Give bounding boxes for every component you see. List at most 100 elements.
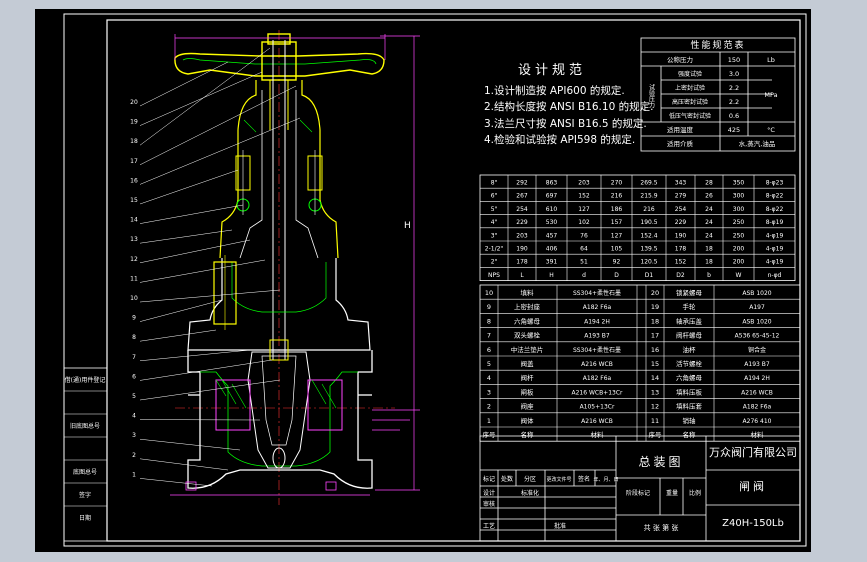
dims-cell: 406 [546, 246, 558, 253]
title-left-design: 设计 [483, 489, 495, 497]
dims-cell: H [549, 272, 554, 279]
bonnet [187, 255, 371, 351]
part-name: 阀盖 [521, 359, 535, 368]
part-name: 阀座 [521, 402, 535, 411]
dims-cell: 120.5 [640, 259, 657, 266]
part-number: 19 [651, 303, 659, 311]
part-number: 13 [651, 388, 659, 396]
leader-line [139, 71, 263, 126]
part-number: 9 [487, 303, 491, 311]
part-name: 六角螺母 [514, 316, 541, 325]
dims-cell: 343 [675, 180, 687, 187]
part-name: 填料 [521, 288, 535, 297]
company-name: 万众阀门有限公司 [709, 445, 797, 459]
part-name: 上密封座 [514, 302, 541, 311]
dims-cell: 4-φ19 [766, 259, 784, 266]
part-material: A197 [749, 304, 765, 311]
leader-number: 15 [130, 197, 138, 204]
leader-line [139, 204, 244, 224]
dims-cell: 2" [491, 259, 498, 266]
part-number: 6 [487, 346, 491, 354]
part-name: 闸板 [521, 387, 535, 396]
dims-cell: 190.5 [640, 219, 657, 226]
part-material: A194 2H [584, 318, 610, 325]
part-number: 8 [487, 317, 491, 325]
dims-cell: 8-φ22 [766, 193, 784, 200]
dims-cell: NPS [488, 272, 500, 279]
part-material: A105+13Cr [580, 404, 615, 411]
dims-cell: 139.5 [640, 246, 657, 253]
part-material: A182 F6a [583, 304, 612, 311]
part-name: 阀体 [521, 416, 535, 425]
leader-line [139, 458, 229, 471]
part-name: 销轴 [683, 416, 697, 425]
leader-number: 19 [130, 119, 138, 126]
leader-number: 5 [132, 393, 136, 400]
part-number: 16 [651, 346, 659, 354]
leader-number: 4 [132, 413, 136, 420]
seats [215, 379, 343, 431]
part-name: 阀杆螺母 [676, 331, 703, 340]
leader-line [139, 299, 223, 322]
yoke [219, 80, 339, 259]
perf-value-2: 2.2 [729, 84, 739, 92]
leader-number: 3 [132, 432, 136, 439]
dims-cell: 350 [733, 180, 745, 187]
dims-cell: 530 [546, 219, 558, 226]
part-name: 填料压板 [676, 387, 703, 396]
part-material: A276 410 [743, 418, 772, 425]
part-material: A182 F6a [583, 375, 612, 382]
title-left-approve: 批准 [554, 522, 566, 530]
dims-cell: D2 [676, 272, 685, 279]
dims-cell: 250 [733, 232, 745, 239]
part-material: A536 65-45-12 [735, 333, 780, 340]
flange-feet [185, 481, 337, 491]
part-name: 中法兰垫片 [511, 345, 544, 354]
leader-number: 9 [132, 315, 136, 322]
part-material: A193 B7 [584, 333, 610, 340]
perf-label-4: 低压气密封试验 [669, 112, 711, 120]
dims-cell: 5" [491, 206, 498, 213]
dims-cell: 76 [580, 232, 588, 239]
dims-cell: 51 [580, 259, 588, 266]
dims-cell: 216 [643, 206, 655, 213]
dims-cell: 152 [578, 193, 590, 200]
perf-label-5: 适用温度 [667, 125, 694, 134]
dims-cell: 200 [733, 246, 745, 253]
stage-mark-label: 阶段标记 [626, 489, 650, 497]
dims-cell: 127 [578, 206, 590, 213]
perf-value-0: 150 [728, 56, 740, 64]
part-number: 12 [651, 403, 659, 411]
dims-cell: 127 [611, 232, 623, 239]
dimension-lines [170, 34, 420, 496]
dims-cell: 28 [705, 180, 713, 187]
strip-label-1: 借(通)用件登记 [65, 376, 106, 384]
dims-cell: 157 [611, 219, 623, 226]
performance-title: 性能规范表 [690, 39, 745, 51]
strip-label-2: 旧底图总号 [70, 422, 100, 430]
title-label-date: 年、月、日 [593, 476, 618, 483]
dims-cell: 3" [491, 232, 498, 239]
title-label-count: 处数 [501, 475, 513, 483]
perf-value-6: 水,蒸汽,油品 [739, 139, 776, 148]
perf-label-2: 上密封试验 [675, 84, 705, 92]
part-number: 14 [651, 374, 659, 382]
part-material: SS304+柔性石墨 [573, 346, 621, 354]
parts-header-name: 名称 [683, 430, 697, 439]
perf-label-6: 适用介质 [667, 139, 694, 148]
leader-number: 13 [130, 236, 138, 243]
part-name: 油杯 [683, 345, 697, 354]
part-number: 17 [651, 332, 659, 340]
leader-number: 1 [132, 471, 136, 478]
dims-cell: 292 [516, 180, 528, 187]
leader-line [139, 379, 281, 401]
perf-unit-0: Lb [767, 56, 775, 64]
inner-frame [106, 19, 801, 542]
leader-line [139, 169, 239, 205]
dims-cell: 300 [733, 193, 745, 200]
parts-header-no: 序号 [483, 430, 497, 439]
design-spec-line-4: 4.检验和试验按 API598 的规定. [484, 133, 635, 146]
dims-cell: 267 [516, 193, 528, 200]
